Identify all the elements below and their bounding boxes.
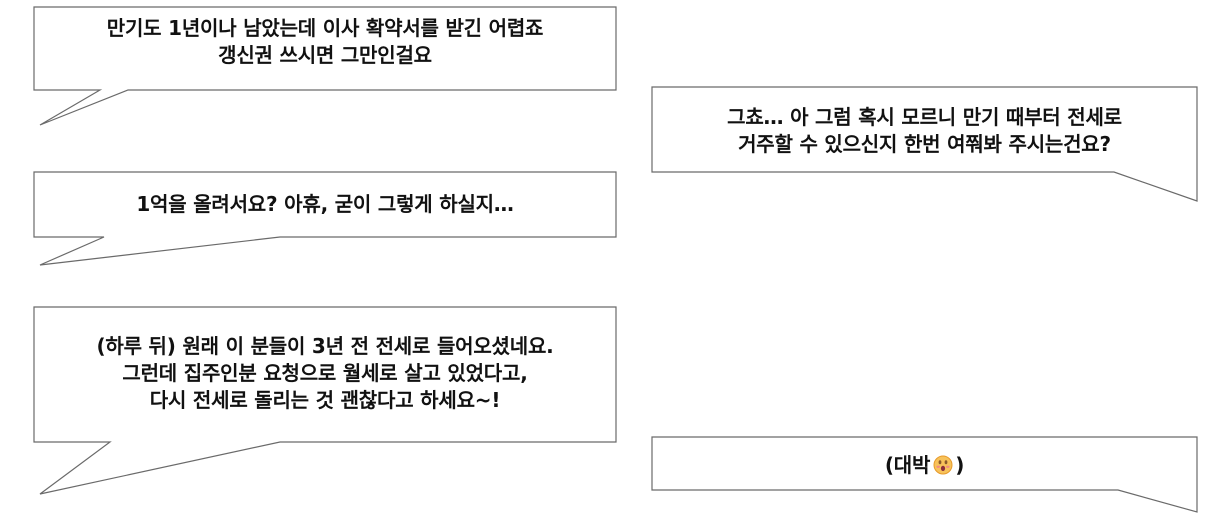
bubble-line: 갱신권 쓰시면 그만인걸요: [218, 43, 432, 67]
bubble-line: (대박 ): [885, 452, 964, 479]
bubble-line: 그쵸… 아 그럼 혹시 모르니 만기 때부터 전세로: [727, 105, 1122, 129]
speech-bubble-left-2: [33, 171, 617, 266]
bubble-text-left-2: 1억을 올려서요? 아휴, 굳이 그렇게 하실지…: [34, 172, 616, 237]
speech-bubble-right-1: [651, 86, 1198, 202]
bubble-text-prefix: (대박: [884, 452, 931, 477]
bubble-line: 1억을 올려서요? 아휴, 굳이 그렇게 하실지…: [136, 192, 514, 216]
speech-bubble-left-1: [33, 6, 617, 126]
bubble-line: 거주할 수 있으신지 한번 여쭤봐 주시는건요?: [738, 132, 1111, 156]
bubble-line: 다시 전세로 돌리는 것 괜찮다고 하세요~!: [149, 387, 501, 412]
bubble-text-left-1: 만기도 1년이나 남았는데 이사 확약서를 받긴 어렵죠 갱신권 쓰시면 그만인…: [34, 7, 616, 77]
bubble-line: 만기도 1년이나 남았는데 이사 확약서를 받긴 어렵죠: [106, 16, 544, 40]
bubble-text-left-3: (하루 뒤) 원래 이 분들이 3년 전 전세로 들어오셨네요. 그런데 집주인…: [34, 314, 616, 432]
bubble-line: 그런데 집주인분 요청으로 월세로 살고 있었다고,: [122, 360, 528, 385]
speech-bubble-left-3: [33, 306, 617, 495]
bubble-text-right-2: (대박 ): [652, 440, 1197, 490]
bubble-text-suffix: ): [955, 452, 965, 477]
bubble-line: (하루 뒤) 원래 이 분들이 3년 전 전세로 들어오셨네요.: [96, 333, 554, 358]
surprised-face-emoji-icon: [933, 455, 953, 474]
speech-bubble-right-2: [651, 436, 1198, 513]
bubble-text-right-1: 그쵸… 아 그럼 혹시 모르니 만기 때부터 전세로 거주할 수 있으신지 한번…: [652, 91, 1197, 171]
